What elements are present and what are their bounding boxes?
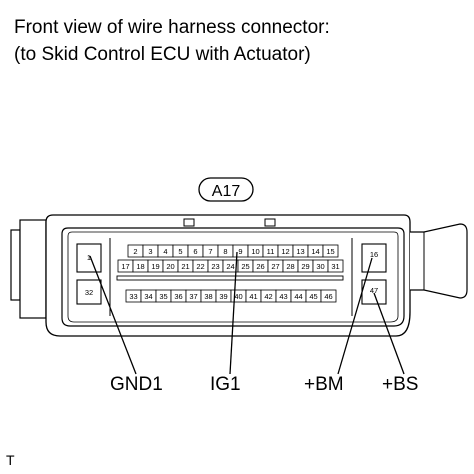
diagram-title-line-1: Front view of wire harness connector:	[14, 17, 330, 38]
pin-label-21: 21	[181, 262, 189, 271]
pin-label-19: 19	[151, 262, 159, 271]
callout-bs: +BS	[382, 374, 419, 395]
pin-label-24: 24	[226, 262, 234, 271]
pin-label-2: 2	[133, 247, 137, 256]
connector-id-tag	[198, 177, 254, 202]
latch-lever	[410, 223, 468, 299]
pin-label-8: 8	[223, 247, 227, 256]
left-flange	[19, 219, 47, 319]
pin-label-44: 44	[294, 292, 302, 301]
pin-label-25: 25	[241, 262, 249, 271]
pin-label-6: 6	[193, 247, 197, 256]
footer-mark: T	[6, 452, 15, 468]
pin-label-9: 9	[238, 247, 242, 256]
connector-id-label: A17	[212, 183, 241, 200]
pin-label-20: 20	[166, 262, 174, 271]
key-notch-right	[264, 218, 276, 227]
pin-label-40: 40	[234, 292, 242, 301]
pin-label-39: 39	[219, 292, 227, 301]
pin-label-7: 7	[208, 247, 212, 256]
key-notch-left	[183, 218, 195, 227]
pin-label-15: 15	[326, 247, 334, 256]
pin-label-42: 42	[264, 292, 272, 301]
pin-label-22: 22	[196, 262, 204, 271]
pin-label-38: 38	[204, 292, 212, 301]
leader-gnd1	[89, 255, 137, 375]
pin-label-5: 5	[178, 247, 182, 256]
pin-label-16: 16	[370, 250, 378, 259]
pin-label-47: 47	[370, 286, 378, 295]
pin-label-28: 28	[286, 262, 294, 271]
pin-cavity-15	[322, 244, 339, 258]
pin-label-35: 35	[159, 292, 167, 301]
pin-cavity-31	[327, 259, 344, 273]
callout-ig1: IG1	[210, 374, 241, 395]
pin-label-27: 27	[271, 262, 279, 271]
cavity-1	[76, 243, 102, 273]
pin-label-4: 4	[163, 247, 167, 256]
pin-label-36: 36	[174, 292, 182, 301]
pin-label-43: 43	[279, 292, 287, 301]
pin-label-26: 26	[256, 262, 264, 271]
pin-label-11: 11	[267, 247, 275, 256]
pin-label-45: 45	[309, 292, 317, 301]
pin-label-1: 1	[87, 253, 91, 262]
pin-label-34: 34	[144, 292, 152, 301]
pin-label-32: 32	[85, 288, 93, 297]
pin-label-41: 41	[249, 292, 257, 301]
left-end-tab	[10, 229, 21, 301]
pin-cavity-46	[320, 289, 337, 303]
pin-label-29: 29	[301, 262, 309, 271]
leader-ig1	[229, 251, 238, 375]
pin-label-17: 17	[121, 262, 129, 271]
diagram-title-line-2: (to Skid Control ECU with Actuator)	[14, 44, 311, 65]
pin-label-31: 31	[331, 262, 339, 271]
cavity-16	[361, 243, 387, 273]
callout-gnd1: GND1	[110, 374, 163, 395]
pin-label-12: 12	[281, 247, 289, 256]
pin-label-30: 30	[316, 262, 324, 271]
pin-label-14: 14	[311, 247, 319, 256]
leader-bm	[337, 257, 373, 375]
pin-label-46: 46	[324, 292, 332, 301]
pin-label-37: 37	[189, 292, 197, 301]
pin-label-18: 18	[136, 262, 144, 271]
cavity-47	[361, 279, 387, 305]
pin-label-23: 23	[211, 262, 219, 271]
callout-bm: +BM	[304, 374, 344, 395]
pin-label-13: 13	[296, 247, 304, 256]
separator-bar	[116, 275, 344, 281]
leader-bs	[373, 292, 405, 375]
pin-label-33: 33	[129, 292, 137, 301]
cavity-32	[76, 279, 102, 305]
pin-label-10: 10	[251, 247, 259, 256]
pin-label-3: 3	[148, 247, 152, 256]
